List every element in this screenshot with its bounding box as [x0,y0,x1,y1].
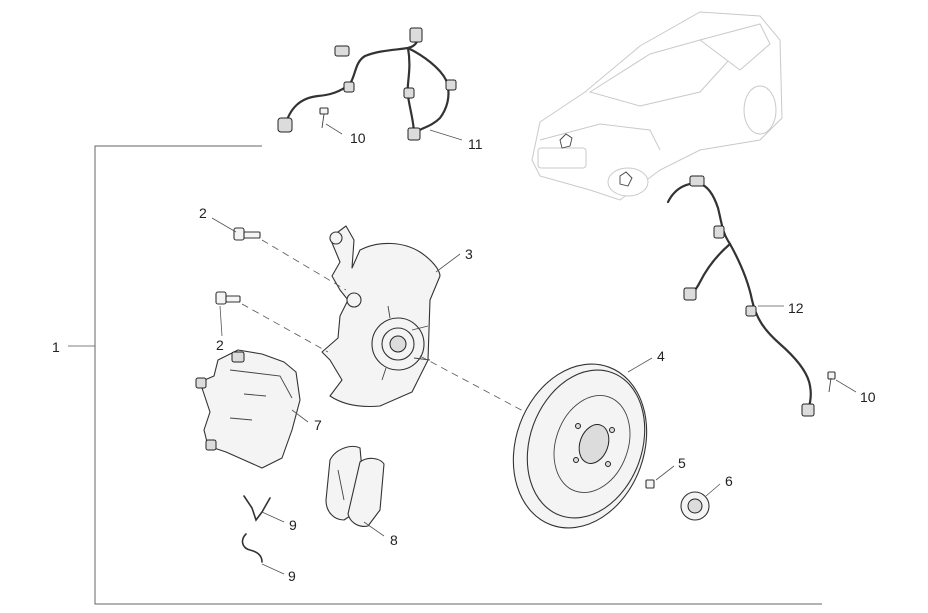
callout-3: 3 [465,246,473,262]
callout-4: 4 [657,348,665,364]
brake-pads [325,445,385,527]
abs-sensor-harness-right [666,175,836,417]
vehicle-illustration [531,11,783,201]
disc-retaining-screw [645,479,655,489]
callout-5: 5 [678,455,686,471]
callout-9-upper: 9 [289,517,297,533]
callout-labels: 1 2 2 3 4 5 6 7 8 9 9 10 10 11 12 [52,130,876,584]
steering-knuckle [321,225,441,408]
wheel-speed-sensor-harness-upper [277,27,457,141]
knuckle-bolt-lower [215,291,241,305]
pad-clip-lower [241,533,263,563]
callout-10-upper: 10 [350,130,366,146]
brake-caliper [195,349,301,469]
sensor-bolt-upper [319,107,329,129]
callout-10-right: 10 [860,389,876,405]
callout-1: 1 [52,339,60,355]
callout-6: 6 [725,473,733,489]
hub-nut [680,491,710,521]
callout-2-lower: 2 [216,337,224,353]
pad-clip-upper [243,495,271,522]
leader-lines [211,123,857,575]
brake-disc [512,363,648,529]
callout-8: 8 [390,532,398,548]
callout-11: 11 [468,136,483,152]
knuckle-bolt-upper [233,227,261,241]
callout-12: 12 [788,300,804,316]
callout-9-lower: 9 [288,568,296,584]
callout-2-upper: 2 [199,205,207,221]
assembly-frame [68,145,822,605]
callout-7: 7 [314,417,322,433]
